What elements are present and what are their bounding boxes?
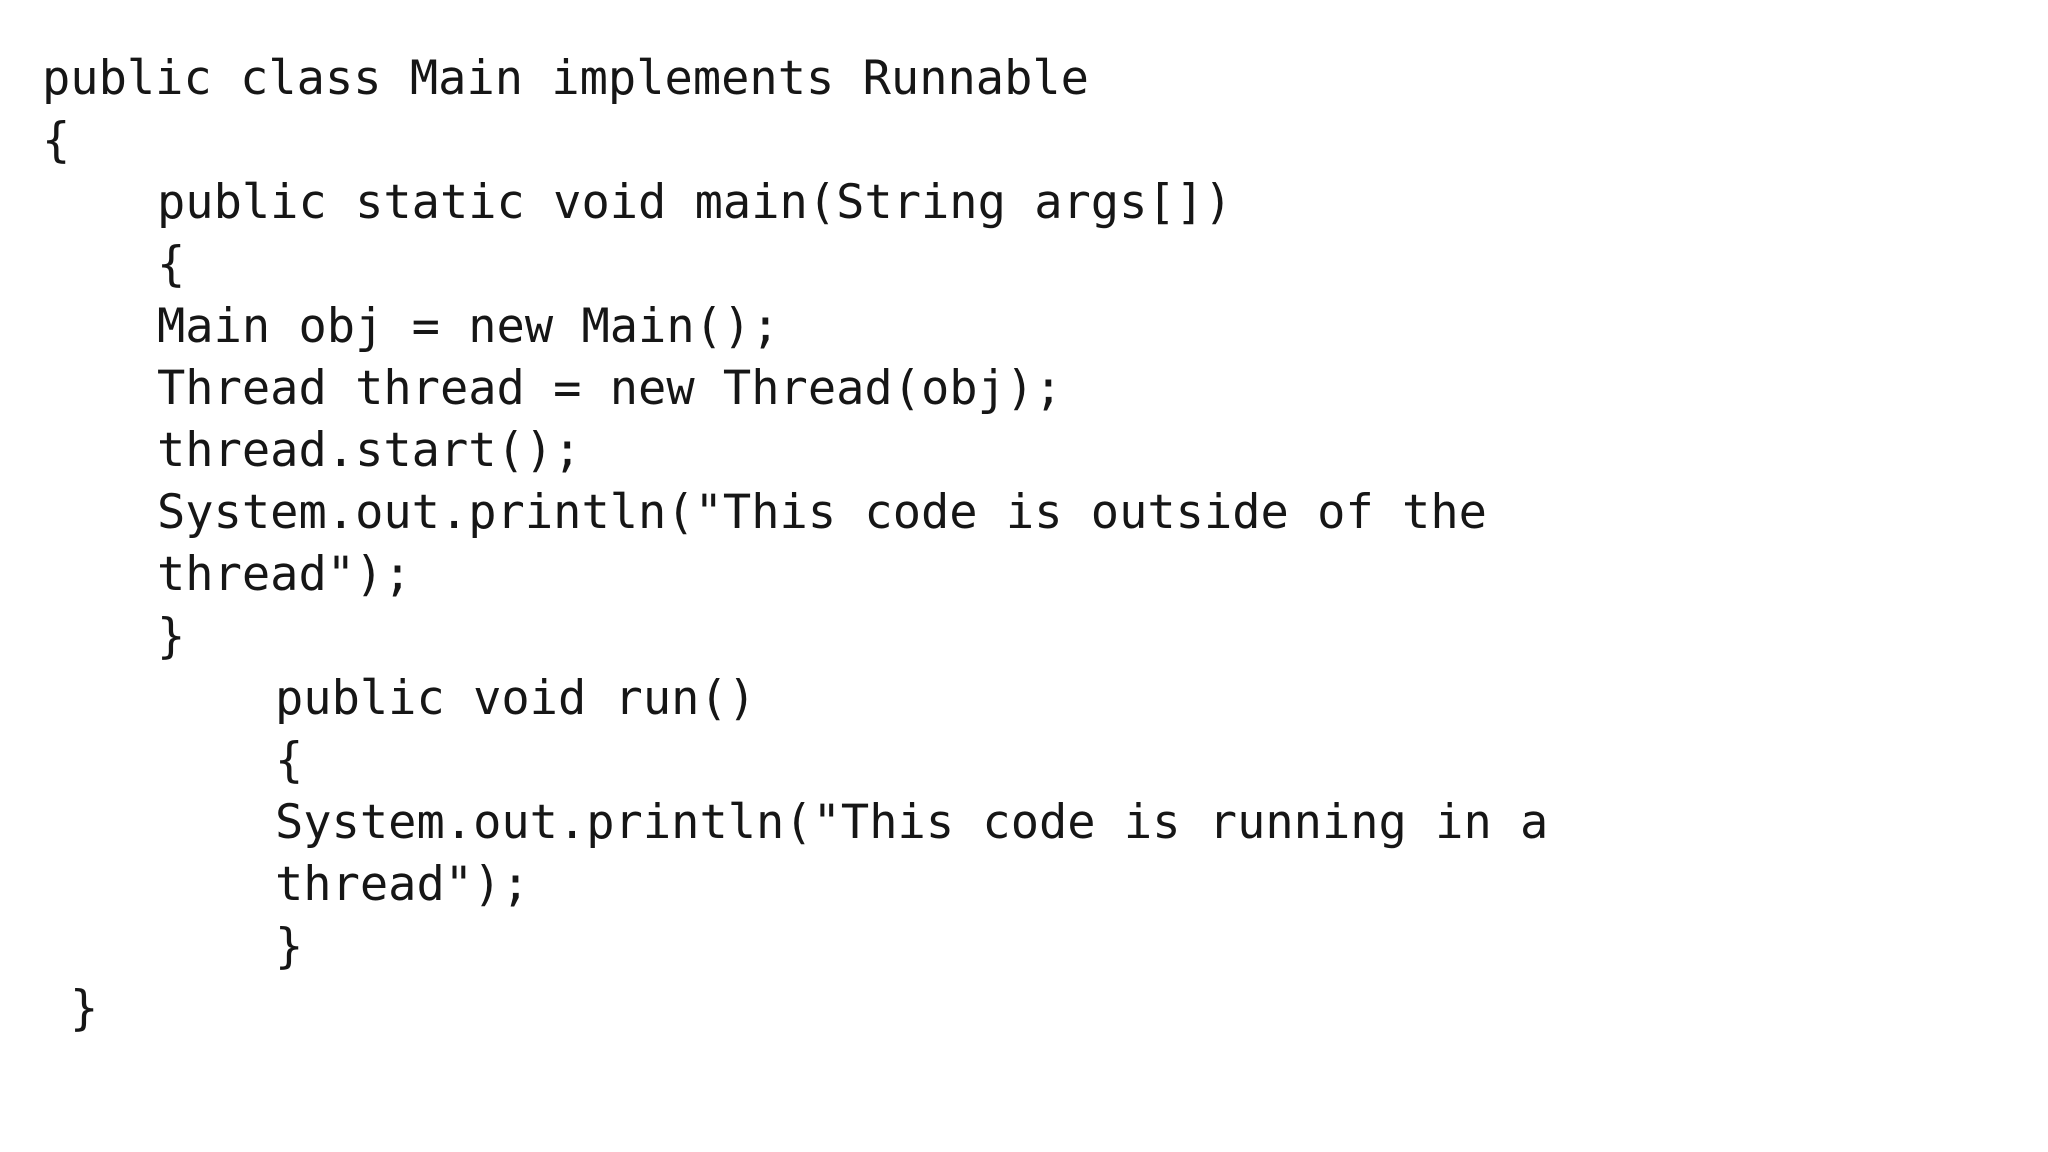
code-line: public static void main(String args[]) (157, 175, 1233, 230)
code-line: thread"); (157, 547, 412, 602)
code-line: { (157, 237, 186, 292)
code-line: } (70, 981, 99, 1036)
code-line: { (42, 113, 71, 168)
code-line: } (157, 609, 186, 664)
code-line: System.out.println("This code is running… (275, 795, 1549, 850)
code-line: { (275, 733, 304, 788)
code-line: thread"); (275, 857, 530, 912)
code-line: thread.start(); (157, 423, 582, 478)
code-line: public class Main implements Runnable (42, 51, 1089, 106)
code-line: public void run() (275, 671, 757, 726)
java-code-block: public class Main implements Runnable { pu… (0, 48, 2048, 1040)
code-line: Thread thread = new Thread(obj); (157, 361, 1063, 416)
code-line: Main obj = new Main(); (157, 299, 780, 354)
code-line: System.out.println("This code is outside… (157, 485, 1487, 540)
code-line: } (275, 919, 304, 974)
